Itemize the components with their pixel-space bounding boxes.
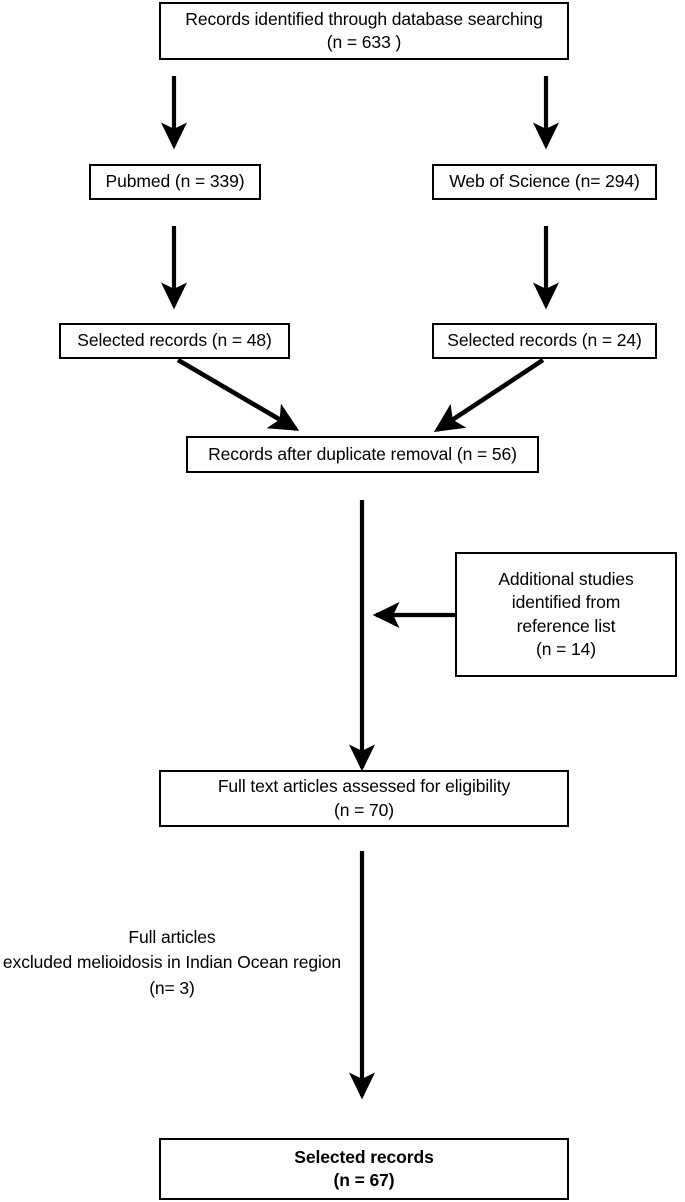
node-selected-records-right: Selected records (n = 24) [432, 323, 657, 359]
excluded-note-line2: excluded melioidosis in Indian Ocean reg… [2, 952, 342, 973]
node-web-of-science: Web of Science (n= 294) [432, 164, 657, 200]
arrow-selected-right-to-duplicates [433, 358, 545, 433]
additional-studies-line4: (n = 14) [536, 638, 596, 659]
additional-studies-line2: identified from [511, 592, 621, 613]
excluded-note-line1: Full articles [128, 926, 216, 947]
selected-right-line1: Selected records (n = 24) [447, 330, 642, 351]
node-pubmed: Pubmed (n = 339) [89, 164, 261, 200]
excluded-note-line3: (n= 3) [149, 977, 195, 998]
records-identified-line1: Records identified through database sear… [185, 8, 543, 29]
arrow-selected-left-to-duplicates [176, 358, 300, 431]
additional-studies-line1: Additional studies [498, 568, 634, 589]
final-selected-line1: Selected records [294, 1146, 434, 1167]
selected-left-line1: Selected records (n = 48) [77, 330, 272, 351]
node-additional-studies: Additional studies identified from refer… [455, 552, 677, 677]
full-text-assessed-line2: (n = 70) [334, 799, 394, 820]
node-records-after-duplicate-removal: Records after duplicate removal (n = 56) [186, 436, 539, 473]
pubmed-line1: Pubmed (n = 339) [105, 171, 245, 192]
final-selected-line2: (n = 67) [333, 1170, 395, 1190]
after-duplicates-line1: Records after duplicate removal (n = 56) [208, 443, 517, 464]
node-records-identified: Records identified through database sear… [159, 2, 569, 60]
web-of-science-line1: Web of Science (n= 294) [449, 171, 640, 192]
node-selected-records-left: Selected records (n = 48) [59, 323, 290, 359]
full-text-assessed-line1: Full text articles assessed for eligibil… [217, 776, 511, 797]
additional-studies-line3: reference list [516, 615, 616, 636]
records-identified-line2: (n = 633 ) [326, 32, 402, 52]
node-final-selected-records: Selected records (n = 67) [159, 1138, 569, 1200]
node-full-text-assessed: Full text articles assessed for eligibil… [159, 770, 569, 827]
note-full-articles-excluded: Full articles excluded melioidosis in In… [0, 922, 352, 1004]
